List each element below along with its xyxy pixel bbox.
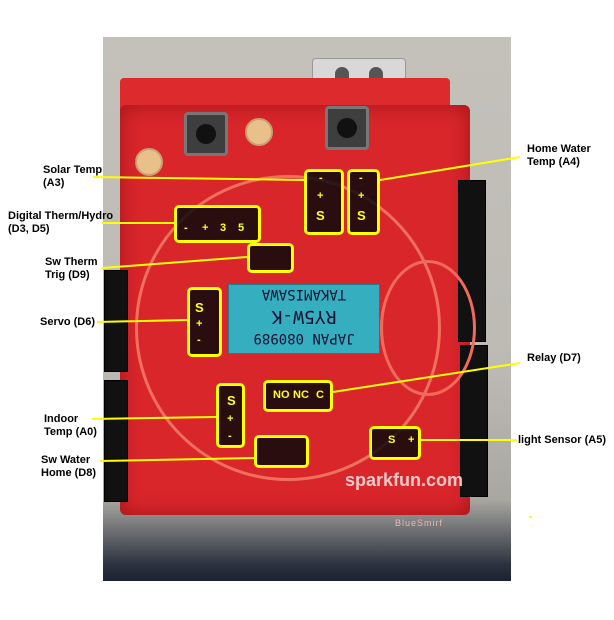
pushbutton	[325, 106, 369, 150]
label-line: Relay (D7)	[527, 352, 581, 364]
pin-label: +	[358, 190, 365, 202]
label-indoor-temp: Indoor Temp (A0)	[44, 413, 97, 439]
pin-label: +	[408, 434, 415, 446]
pin-label: 5	[238, 222, 245, 234]
leader-sw-water-home	[99, 457, 255, 462]
label-light-sensor: light Sensor (A5)	[518, 434, 606, 447]
label-servo: Servo (D6)	[40, 316, 95, 329]
pin-label: S	[388, 434, 396, 446]
label-relay: Relay (D7)	[527, 352, 581, 365]
label-line: light Sensor (A5)	[518, 434, 607, 446]
indoor-temp-header-box: S + -	[216, 383, 245, 448]
label-line: Home (D8)	[41, 467, 97, 479]
led	[135, 148, 163, 176]
label-home-water-temp: Home Water Temp (A4)	[527, 143, 591, 169]
label-line: (D3, D5)	[8, 223, 50, 235]
pin-label: S	[316, 208, 325, 223]
light-sensor-header-box: S +	[369, 426, 421, 460]
sw-water-home-header-box	[254, 435, 309, 468]
pin-label: S	[195, 300, 204, 315]
wire	[380, 260, 476, 396]
led	[245, 118, 273, 146]
pin-label: -	[228, 430, 232, 442]
label-line: Temp (A4)	[527, 156, 580, 168]
pin-label: -	[184, 222, 188, 234]
label-sw-water-home: Sw Water Home (D8)	[41, 454, 96, 480]
label-line: Servo (D6)	[40, 316, 96, 328]
leader-indoor-temp	[91, 416, 217, 420]
pin-label: C	[316, 389, 324, 401]
digital-therm-hydro-header-box: - + 3 5	[174, 205, 261, 243]
label-line: Solar Temp	[43, 164, 103, 176]
pin-label: -	[319, 172, 323, 184]
pin-label: +	[317, 190, 324, 202]
label-line: Sw Water	[41, 454, 91, 466]
pin-label: +	[202, 222, 209, 234]
pin-label: -	[197, 334, 201, 346]
solar-temp-header-box: - + S	[304, 169, 344, 235]
sw-therm-trig-header-box	[247, 243, 294, 273]
pin-label: +	[227, 413, 234, 425]
label-sw-therm-trig: Sw Therm Trig (D9)	[45, 256, 98, 282]
relay-header-box: NO NC C	[263, 380, 333, 412]
label-line: (A3)	[43, 177, 65, 189]
label-line: Digital Therm/Hydro	[8, 210, 114, 222]
label-line: Trig (D9)	[45, 269, 90, 281]
arduino-header-left	[104, 380, 128, 502]
pin-label: S	[227, 393, 236, 408]
label-line: Home Water	[527, 143, 591, 155]
pin-label: NC	[293, 389, 309, 401]
leader-servo	[96, 319, 188, 323]
reset-button	[184, 112, 228, 156]
pin-label: NO	[273, 389, 290, 401]
leader-relay	[332, 362, 521, 393]
leader-home-water-temp	[379, 156, 521, 181]
leader-solar-temp	[92, 176, 305, 181]
label-digital-therm-hydro: Digital Therm/Hydro (D3, D5)	[8, 210, 113, 236]
pin-label: -	[359, 172, 363, 184]
label-line: Indoor	[44, 413, 79, 425]
pin-label: S	[357, 208, 366, 223]
bluesmirf-text: BlueSmirf	[395, 518, 444, 528]
label-solar-temp: Solar Temp (A3)	[43, 164, 102, 190]
pin-label: +	[196, 318, 203, 330]
label-line: Sw Therm	[45, 256, 98, 268]
stray-mark	[529, 516, 532, 518]
sparkfun-logo-text: sparkfun.com	[345, 470, 464, 490]
servo-header-box: S + -	[187, 287, 222, 357]
leader-sw-therm-trig	[101, 256, 248, 269]
label-line: Temp (A0)	[44, 426, 97, 438]
pin-label: 3	[220, 222, 227, 234]
home-water-temp-header-box: - + S	[347, 169, 380, 235]
